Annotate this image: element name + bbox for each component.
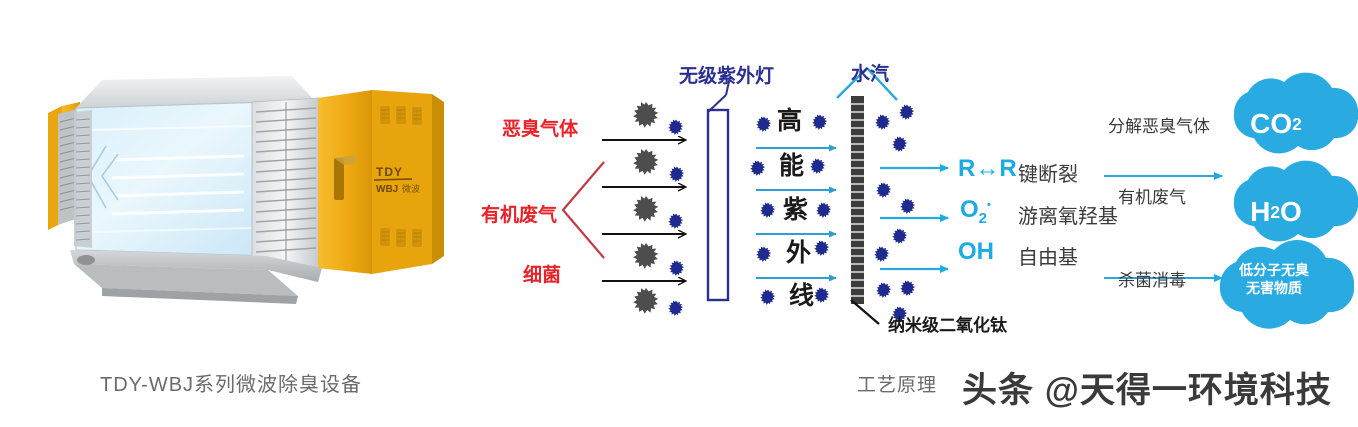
process-diagram [561,67,1358,329]
machine-photo: TDY WBJ 微波 [40,68,460,323]
uv-beam-char-2: 紫 [783,196,809,224]
svg-text:TDY: TDY [376,165,403,179]
cloud-co2 [1233,72,1358,154]
input-label-odor-gas: 恶臭气体 [502,119,579,140]
outcome-arrows [1104,172,1223,282]
tio2-strip [850,96,880,325]
uv-beam-char-3: 外 [786,239,812,267]
uv-beam-arrows [756,144,837,282]
water-vapor-lines [836,67,898,101]
uv-lamp-tube [706,76,731,302]
cloud-h2o [1233,160,1358,242]
radical-molecule-cluster [874,104,916,322]
cloud-harmless [1219,240,1355,329]
right-caption: 工艺原理 [857,375,938,396]
uv-lamp-label: 无级紫外灯 [679,66,775,87]
odor-molecule-cluster [668,119,685,316]
input-label-organic-exhaust: 有机废气 [481,205,558,226]
water-vapor-label: 水汽 [851,64,890,85]
reaction-formula-oxygen-radical: O2• [960,196,991,227]
svg-text:微波: 微波 [402,183,420,194]
reaction-formula-bond-break: R↔R [958,155,1017,182]
input-bracket [561,161,605,259]
left-caption: TDY-WBJ系列微波除臭设备 [100,374,363,396]
uv-beam-char-1: 能 [779,152,805,180]
reaction-term-bond-break: 键断裂 [1018,164,1078,186]
cloud-harmless-line2: 无害物质 [1246,280,1302,296]
cloud-harmless-line1: 低分子无臭 [1239,261,1309,278]
reaction-formula-hydroxyl: OH [958,238,994,265]
product-cloud-shapes [1219,72,1358,329]
svg-text:WBJ: WBJ [376,184,398,195]
cloud-label-harmless: 低分子无臭 无害物质 [1222,254,1326,304]
catalyst-label: 纳米级二氧化钛 [888,316,1007,335]
outcome-label-organic-exhaust: 有机废气 [1118,188,1186,207]
reaction-term-hydroxyl: 自由基 [1018,247,1078,269]
reaction-term-oxygen-radical: 游离氧羟基 [1018,206,1118,228]
outcome-label-sterilize: 杀菌消毒 [1118,271,1186,290]
uv-beam-char-4: 线 [789,282,815,310]
reaction-arrows [880,164,949,273]
watermark-text: 头条 @天得一环境科技 [962,371,1332,410]
outcome-label-decompose-odor: 分解恶臭气体 [1108,117,1210,136]
input-arrow-group [602,140,685,281]
input-label-bacteria: 细菌 [523,265,562,286]
uv-beam-char-0: 高 [777,107,803,135]
